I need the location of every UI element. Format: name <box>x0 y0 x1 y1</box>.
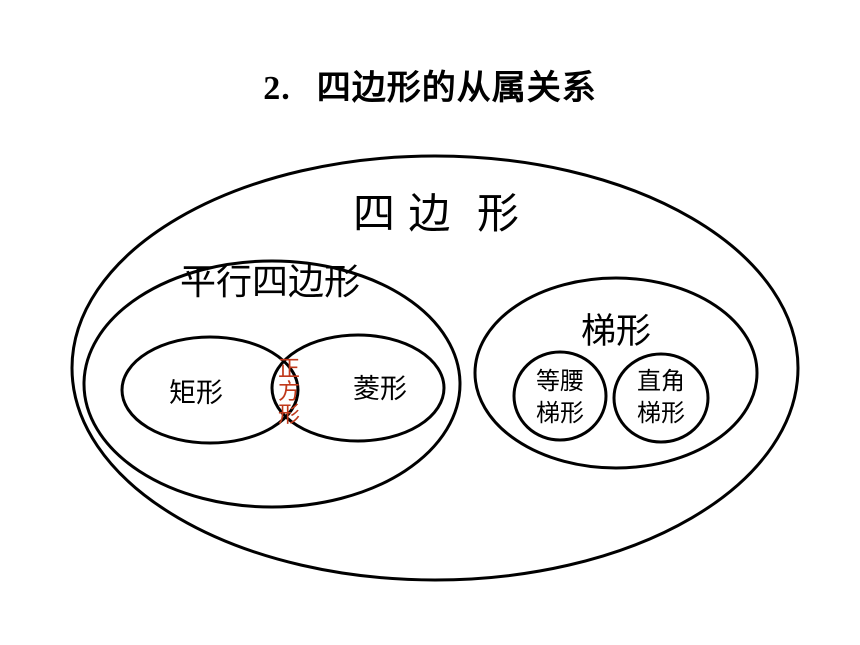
right-trapezoid-set <box>612 352 710 444</box>
right-trapezoid-label-1: 直角 <box>637 367 685 395</box>
square-label-1: 正 <box>278 357 300 382</box>
page-title: 2. 四边形的从属关系 <box>0 60 860 109</box>
rectangle-set <box>120 335 300 445</box>
square-label-3: 形 <box>278 403 300 428</box>
parallelogram-label: 平行四边形 <box>180 262 360 303</box>
rhombus-label: 菱形 <box>353 374 407 405</box>
rectangle-label: 矩形 <box>169 378 223 409</box>
parallelogram-set <box>82 259 462 509</box>
title-text: 四边形的从属关系 <box>316 68 597 108</box>
isosceles-trapezoid-label-2: 梯形 <box>536 399 584 427</box>
square-label-2: 方 <box>278 380 300 405</box>
quadrilateral-label: 四 边 形 <box>353 189 519 238</box>
isosceles-trapezoid-set <box>512 350 608 442</box>
title-number: 2. <box>263 70 291 107</box>
trapezoid-label: 梯形 <box>581 312 651 352</box>
isosceles-trapezoid-label-1: 等腰 <box>536 367 584 395</box>
trapezoid-set <box>473 276 759 470</box>
quadrilateral-set <box>70 154 800 582</box>
right-trapezoid-label-2: 梯形 <box>637 399 685 427</box>
rhombus-set <box>270 333 446 443</box>
